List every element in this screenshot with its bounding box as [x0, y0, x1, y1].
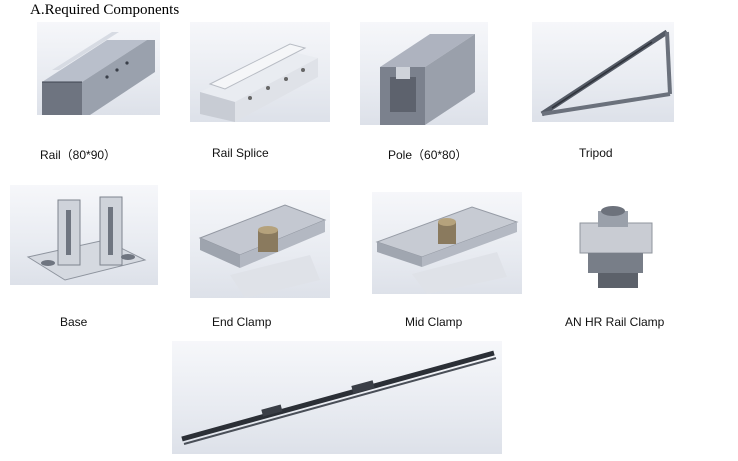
end-clamp-label: End Clamp	[212, 315, 272, 329]
tripod-label: Tripod	[579, 146, 613, 160]
rail-clamp-label: AN HR Rail Clamp	[565, 315, 665, 329]
rail-splice-image	[190, 22, 330, 122]
pole-image	[360, 22, 488, 125]
rail-clamp-image	[568, 203, 663, 293]
base-image	[10, 185, 158, 285]
end-clamp-image	[190, 190, 330, 298]
tripod-image	[532, 22, 674, 122]
mid-clamp-image	[372, 192, 522, 294]
rail-image	[37, 22, 160, 115]
base-label: Base	[60, 315, 88, 329]
section-heading: A.Required Components	[30, 2, 180, 18]
rail-splice-label: Rail Splice	[212, 146, 269, 160]
mid-clamp-label: Mid Clamp	[405, 315, 463, 329]
pole-label: Pole（60*80）	[388, 148, 468, 162]
rail-label: Rail（80*90）	[40, 148, 117, 162]
long-rail-image	[172, 341, 502, 454]
